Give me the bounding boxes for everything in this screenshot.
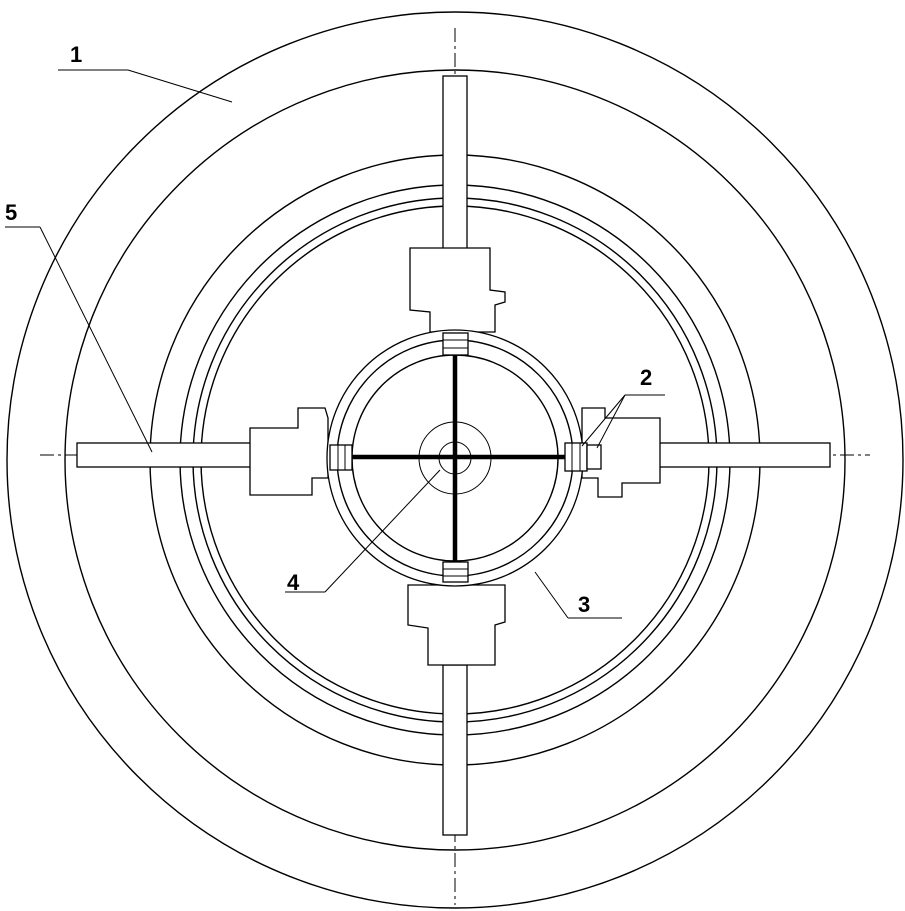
- callout-4: 4: [285, 469, 441, 595]
- bottom-bar: [442, 664, 468, 836]
- label-4: 4: [287, 570, 300, 595]
- right-clamp-block: [581, 407, 661, 498]
- left-clamp-block: [249, 407, 329, 496]
- callout-3: 3: [534, 571, 622, 619]
- bottom-nut: [442, 561, 469, 583]
- bottom-clamp-block: [407, 584, 506, 666]
- top-clamp-block: [409, 247, 506, 333]
- callout-1: 1: [58, 42, 233, 103]
- outer-ring-2: [64, 69, 846, 851]
- top-nut: [442, 332, 469, 356]
- right-nut-2: [586, 444, 602, 470]
- callout-5: 5: [5, 200, 153, 453]
- top-bar: [442, 75, 468, 252]
- label-5: 5: [5, 200, 17, 225]
- left-nut: [329, 444, 353, 471]
- label-3: 3: [578, 592, 590, 617]
- outer-ring-1: [6, 11, 904, 909]
- label-2: 2: [640, 365, 652, 390]
- left-bar: [76, 442, 253, 468]
- label-1: 1: [70, 42, 82, 67]
- callout-2: 2: [581, 365, 665, 449]
- right-nut: [564, 442, 588, 472]
- right-bar: [654, 442, 831, 468]
